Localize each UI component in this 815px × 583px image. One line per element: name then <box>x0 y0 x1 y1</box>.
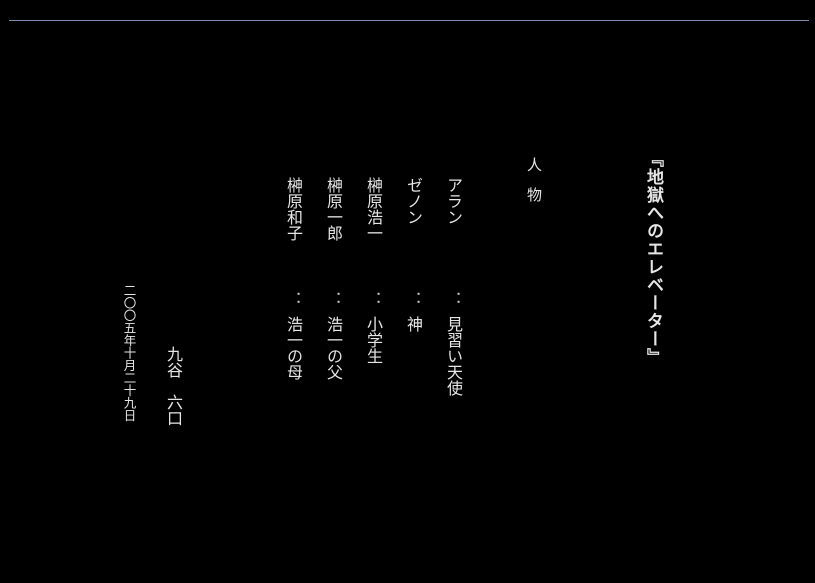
script-title: 『地獄へのエレベーター』 <box>643 150 663 366</box>
author-name: 九谷 六口 <box>164 346 183 426</box>
cast-role-alan: 見習い天使 <box>444 316 463 396</box>
cast-role-kazuko: 浩一の母 <box>284 316 303 380</box>
cast-name-alan: アラン <box>444 177 463 225</box>
cast-separator: ： <box>404 291 423 307</box>
top-divider <box>9 20 809 21</box>
cast-role-ichiro: 浩一の父 <box>324 316 343 380</box>
cast-separator: ： <box>324 291 343 307</box>
cast-heading: 人 物 <box>525 157 543 202</box>
cast-separator: ： <box>364 291 383 307</box>
cast-separator: ： <box>444 291 463 307</box>
cast-name-zenon: ゼノン <box>404 177 423 225</box>
cast-name-ichiro: 榊原一郎 <box>324 177 343 241</box>
cast-name-kazuko: 榊原和子 <box>284 177 303 241</box>
script-date: 二〇〇五年十月二十九日 <box>121 284 137 422</box>
cast-name-koichi: 榊原浩一 <box>364 177 383 241</box>
cast-role-koichi: 小学生 <box>364 316 383 364</box>
cast-separator: ： <box>284 291 303 307</box>
cast-role-zenon: 神 <box>404 316 423 332</box>
